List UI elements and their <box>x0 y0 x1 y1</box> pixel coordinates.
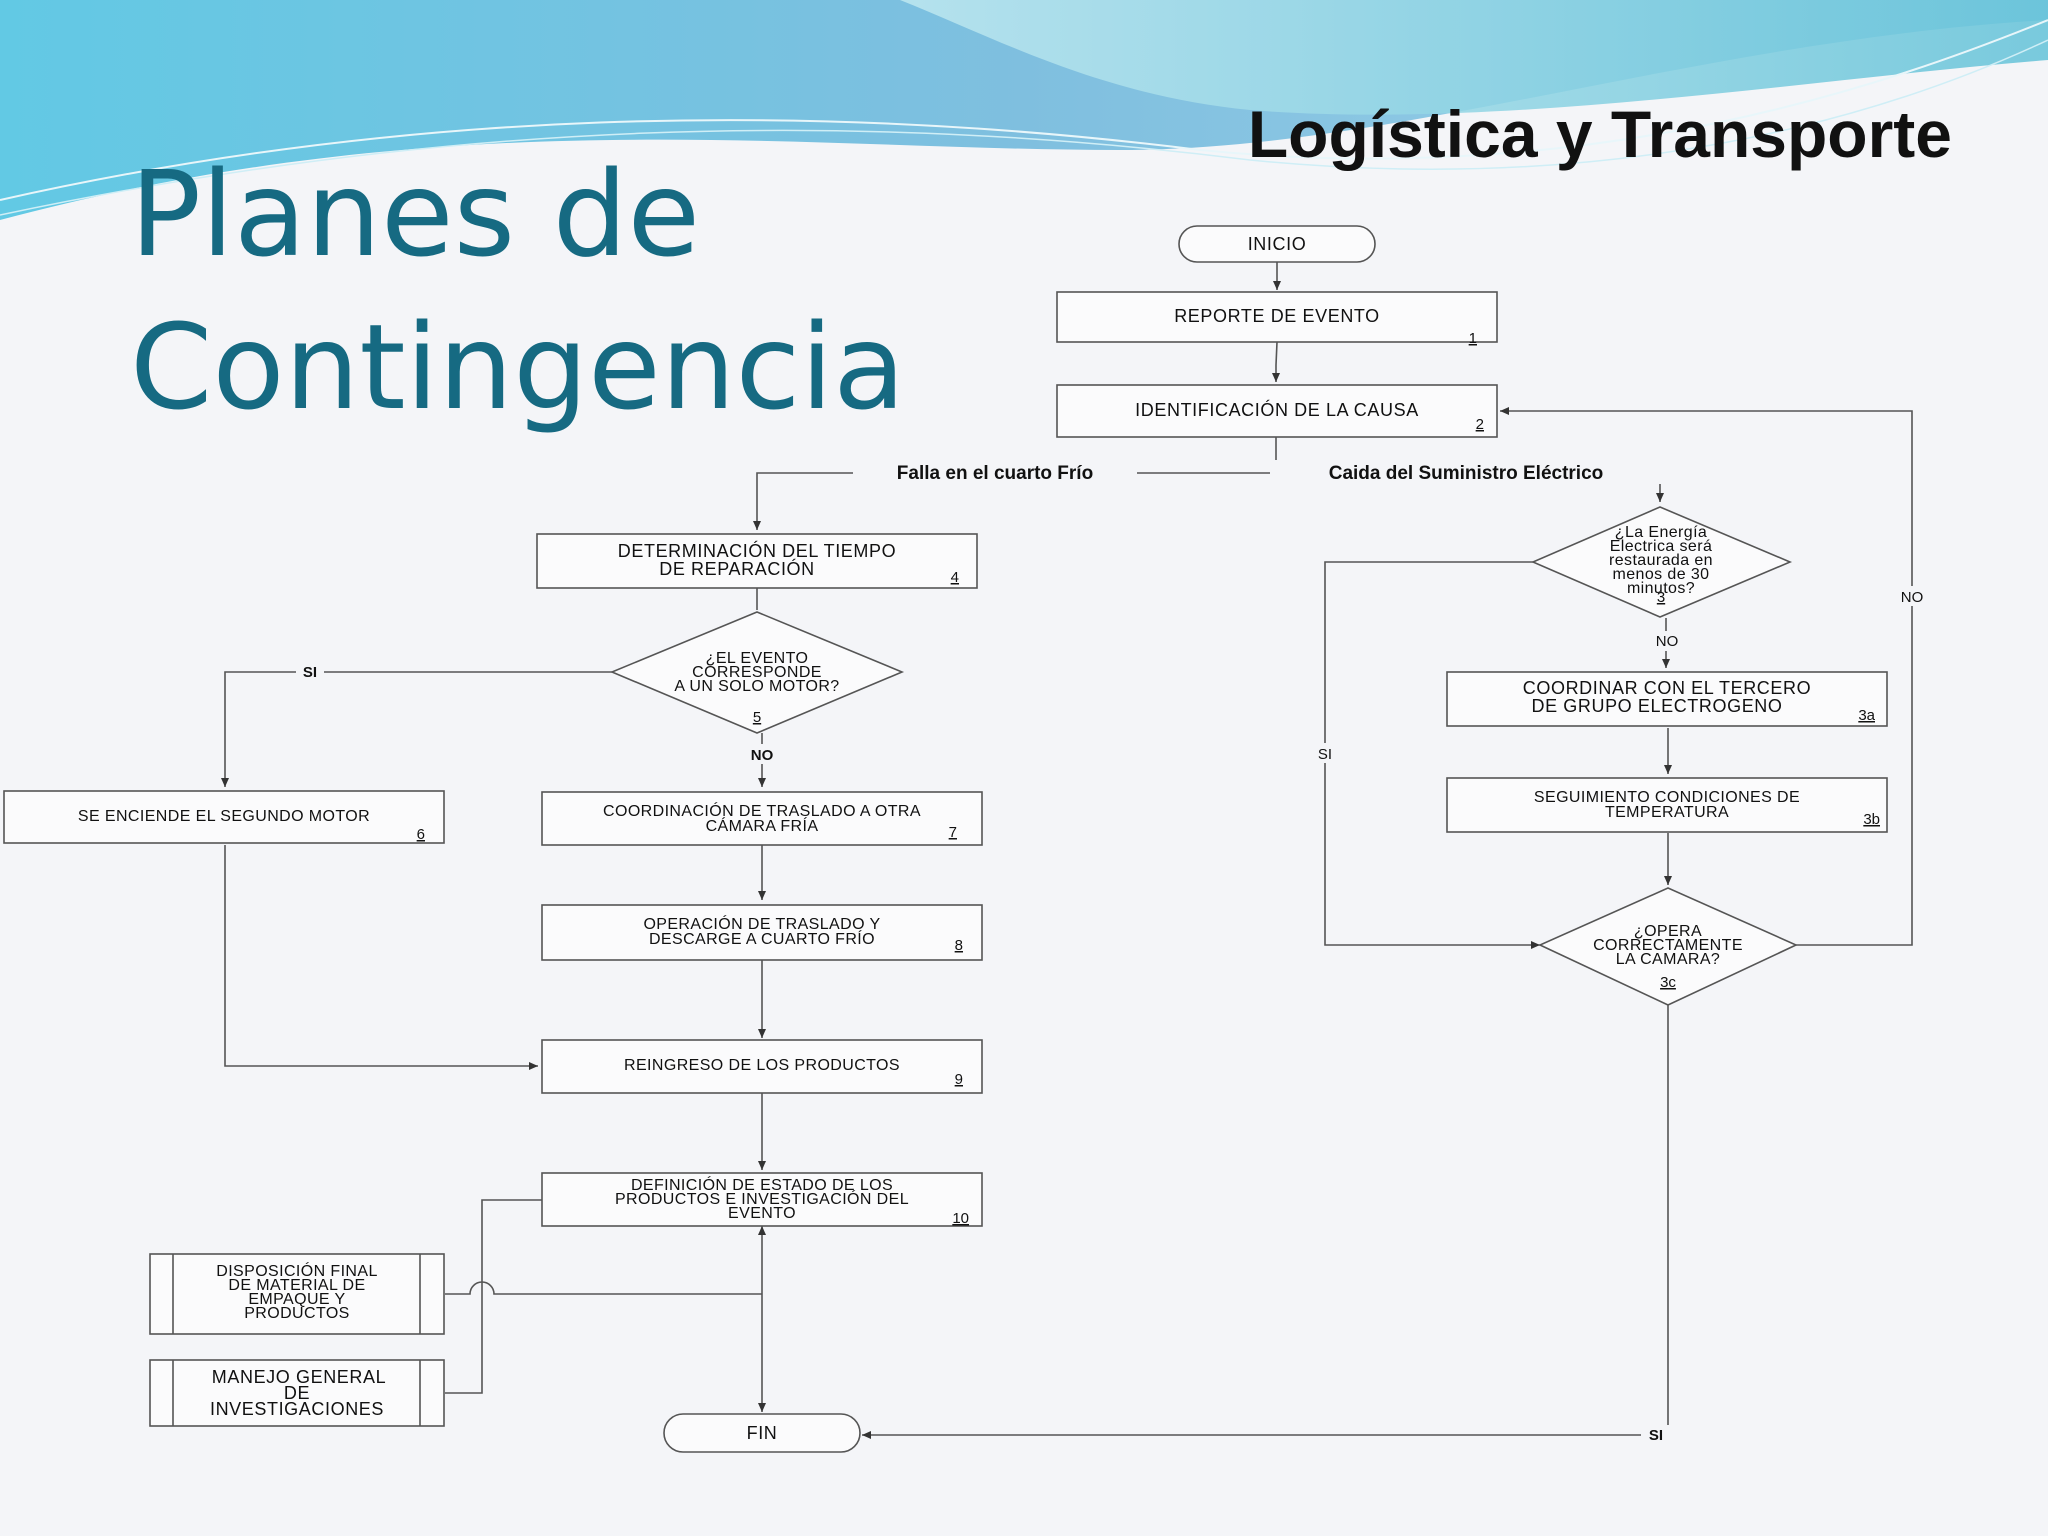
decision-3c-line3: LA CAMARA? <box>1616 951 1720 968</box>
edge-label-si-3: SI <box>1318 746 1332 763</box>
process-1: REPORTE DE EVENTO 1 <box>1056 291 1498 347</box>
process-3b-line1: SEGUIMIENTO CONDICIONES DE <box>1534 789 1800 806</box>
process-3a-line2: DE GRUPO ELECTROGENO <box>1531 696 1782 716</box>
process-8-number: 8 <box>955 937 963 954</box>
subprocess-disposicion: DISPOSICIÓN FINAL DE MATERIAL DE EMPAQUE… <box>149 1253 445 1335</box>
decision-5-line3: A UN SOLO MOTOR? <box>674 678 839 695</box>
process-3b-line2: TEMPERATURA <box>1605 804 1729 821</box>
process-7-line2: CÁMARA FRÍA <box>706 816 819 835</box>
subprocess-investigaciones-line3: INVESTIGACIONES <box>210 1399 384 1419</box>
edge-label-no-3c: NO <box>1901 589 1924 606</box>
decision-3-number: 3 <box>1657 589 1665 606</box>
process-7-number: 7 <box>949 824 957 841</box>
edge-label-caida: Caida del Suministro Eléctrico <box>1329 463 1604 484</box>
decision-5: ¿EL EVENTO CORRESPONDE A UN SOLO MOTOR? … <box>609 611 905 734</box>
decision-3-line1: ¿La Energía <box>1615 524 1707 541</box>
process-7: COORDINACIÓN DE TRASLADO A OTRA CÁMARA F… <box>541 791 983 846</box>
edge-label-no-5: NO <box>751 747 774 764</box>
decision-3c-line2: CORRECTAMENTE <box>1593 937 1743 954</box>
process-4-line1: DETERMINACIÓN DEL TIEMPO <box>618 540 896 561</box>
process-9-label: REINGRESO DE LOS PRODUCTOS <box>624 1057 900 1074</box>
end-terminal: FIN <box>663 1413 861 1453</box>
process-3a-line1: COORDINAR CON EL TERCERO <box>1523 678 1811 698</box>
decision-3c-number: 3c <box>1660 974 1676 991</box>
decision-5-line2: CORRESPONDE <box>692 664 822 681</box>
process-9-number: 9 <box>955 1071 963 1088</box>
process-8: OPERACIÓN DE TRASLADO Y DESCARGE A CUART… <box>541 904 983 961</box>
edge-label-si-3c: SI <box>1649 1427 1663 1444</box>
slide-title-line2: Contingencia <box>130 298 905 436</box>
process-2-number: 2 <box>1476 416 1484 433</box>
process-2-label: IDENTIFICACIÓN DE LA CAUSA <box>1135 399 1419 420</box>
process-3b-number: 3b <box>1863 811 1880 828</box>
process-8-line1: OPERACIÓN DE TRASLADO Y <box>643 914 880 933</box>
process-1-number: 1 <box>1469 330 1477 347</box>
decision-3-line4: menos de 30 <box>1613 566 1710 583</box>
slide-title-line1: Planes de <box>130 145 700 283</box>
process-9: REINGRESO DE LOS PRODUCTOS 9 <box>541 1039 983 1094</box>
decision-5-number: 5 <box>753 709 761 726</box>
process-10-line2: PRODUCTOS E INVESTIGACIÓN DEL <box>615 1189 909 1208</box>
decision-5-line1: ¿EL EVENTO <box>706 650 809 667</box>
decision-3c-line1: ¿OPERA <box>1634 923 1702 940</box>
process-4-line2: DE REPARACIÓN <box>659 558 815 579</box>
start-label: INICIO <box>1248 234 1307 254</box>
process-10-line1: DEFINICIÓN DE ESTADO DE LOS <box>631 1175 893 1194</box>
decision-3: ¿La Energía Electrica será restaurada en… <box>1530 506 1793 618</box>
process-2: IDENTIFICACIÓN DE LA CAUSA 2 <box>1056 384 1498 438</box>
process-6: SE ENCIENDE EL SEGUNDO MOTOR 6 <box>3 790 445 844</box>
process-4-number: 4 <box>951 569 959 586</box>
flowchart: INICIO REPORTE DE EVENTO 1 IDENTIFICACIÓ… <box>3 225 1931 1453</box>
process-10-line3: EVENTO <box>728 1205 796 1222</box>
decision-3c: ¿OPERA CORRECTAMENTE LA CAMARA? 3c <box>1538 887 1798 1006</box>
start-terminal: INICIO <box>1178 225 1376 263</box>
subprocess-disposicion-line3: EMPAQUE Y <box>248 1291 345 1308</box>
decision-3-line2: Electrica será <box>1610 538 1713 555</box>
subprocess-disposicion-line2: DE MATERIAL DE <box>228 1277 365 1294</box>
edge-label-falla: Falla en el cuarto Frío <box>897 463 1093 484</box>
decision-3-line3: restaurada en <box>1609 552 1713 569</box>
end-label: FIN <box>747 1423 778 1443</box>
process-10: DEFINICIÓN DE ESTADO DE LOS PRODUCTOS E … <box>541 1172 983 1227</box>
subprocess-investigaciones-line1: MANEJO GENERAL <box>212 1367 386 1387</box>
process-10-number: 10 <box>952 1210 969 1227</box>
decision-3-line5: minutos? <box>1627 580 1695 597</box>
process-8-line2: DESCARGE A CUARTO FRÍO <box>649 929 875 948</box>
process-3b: SEGUIMIENTO CONDICIONES DE TEMPERATURA 3… <box>1446 777 1888 833</box>
process-6-label: SE ENCIENDE EL SEGUNDO MOTOR <box>78 808 370 825</box>
process-1-label: REPORTE DE EVENTO <box>1174 306 1380 326</box>
subprocess-investigaciones-line2: DE <box>284 1383 310 1403</box>
edge-labels: Falla en el cuarto Frío Caida del Sumini… <box>296 460 1931 1445</box>
header-wave <box>0 0 2048 220</box>
process-6-number: 6 <box>417 826 425 843</box>
connectors <box>221 262 1913 1439</box>
brand-title: Logística y Transporte <box>1248 97 1952 171</box>
process-7-line1: COORDINACIÓN DE TRASLADO A OTRA <box>603 801 921 820</box>
subprocess-investigaciones: MANEJO GENERAL DE INVESTIGACIONES <box>149 1359 445 1427</box>
subprocess-disposicion-line4: PRODUCTOS <box>244 1305 350 1322</box>
process-3a-number: 3a <box>1858 707 1875 724</box>
edge-label-si-5: SI <box>303 664 317 681</box>
process-4: DETERMINACIÓN DEL TIEMPO DE REPARACIÓN 4 <box>536 533 978 589</box>
process-3a: COORDINAR CON EL TERCERO DE GRUPO ELECTR… <box>1446 671 1888 727</box>
subprocess-disposicion-line1: DISPOSICIÓN FINAL <box>216 1261 378 1280</box>
edge-label-no-3: NO <box>1656 633 1679 650</box>
